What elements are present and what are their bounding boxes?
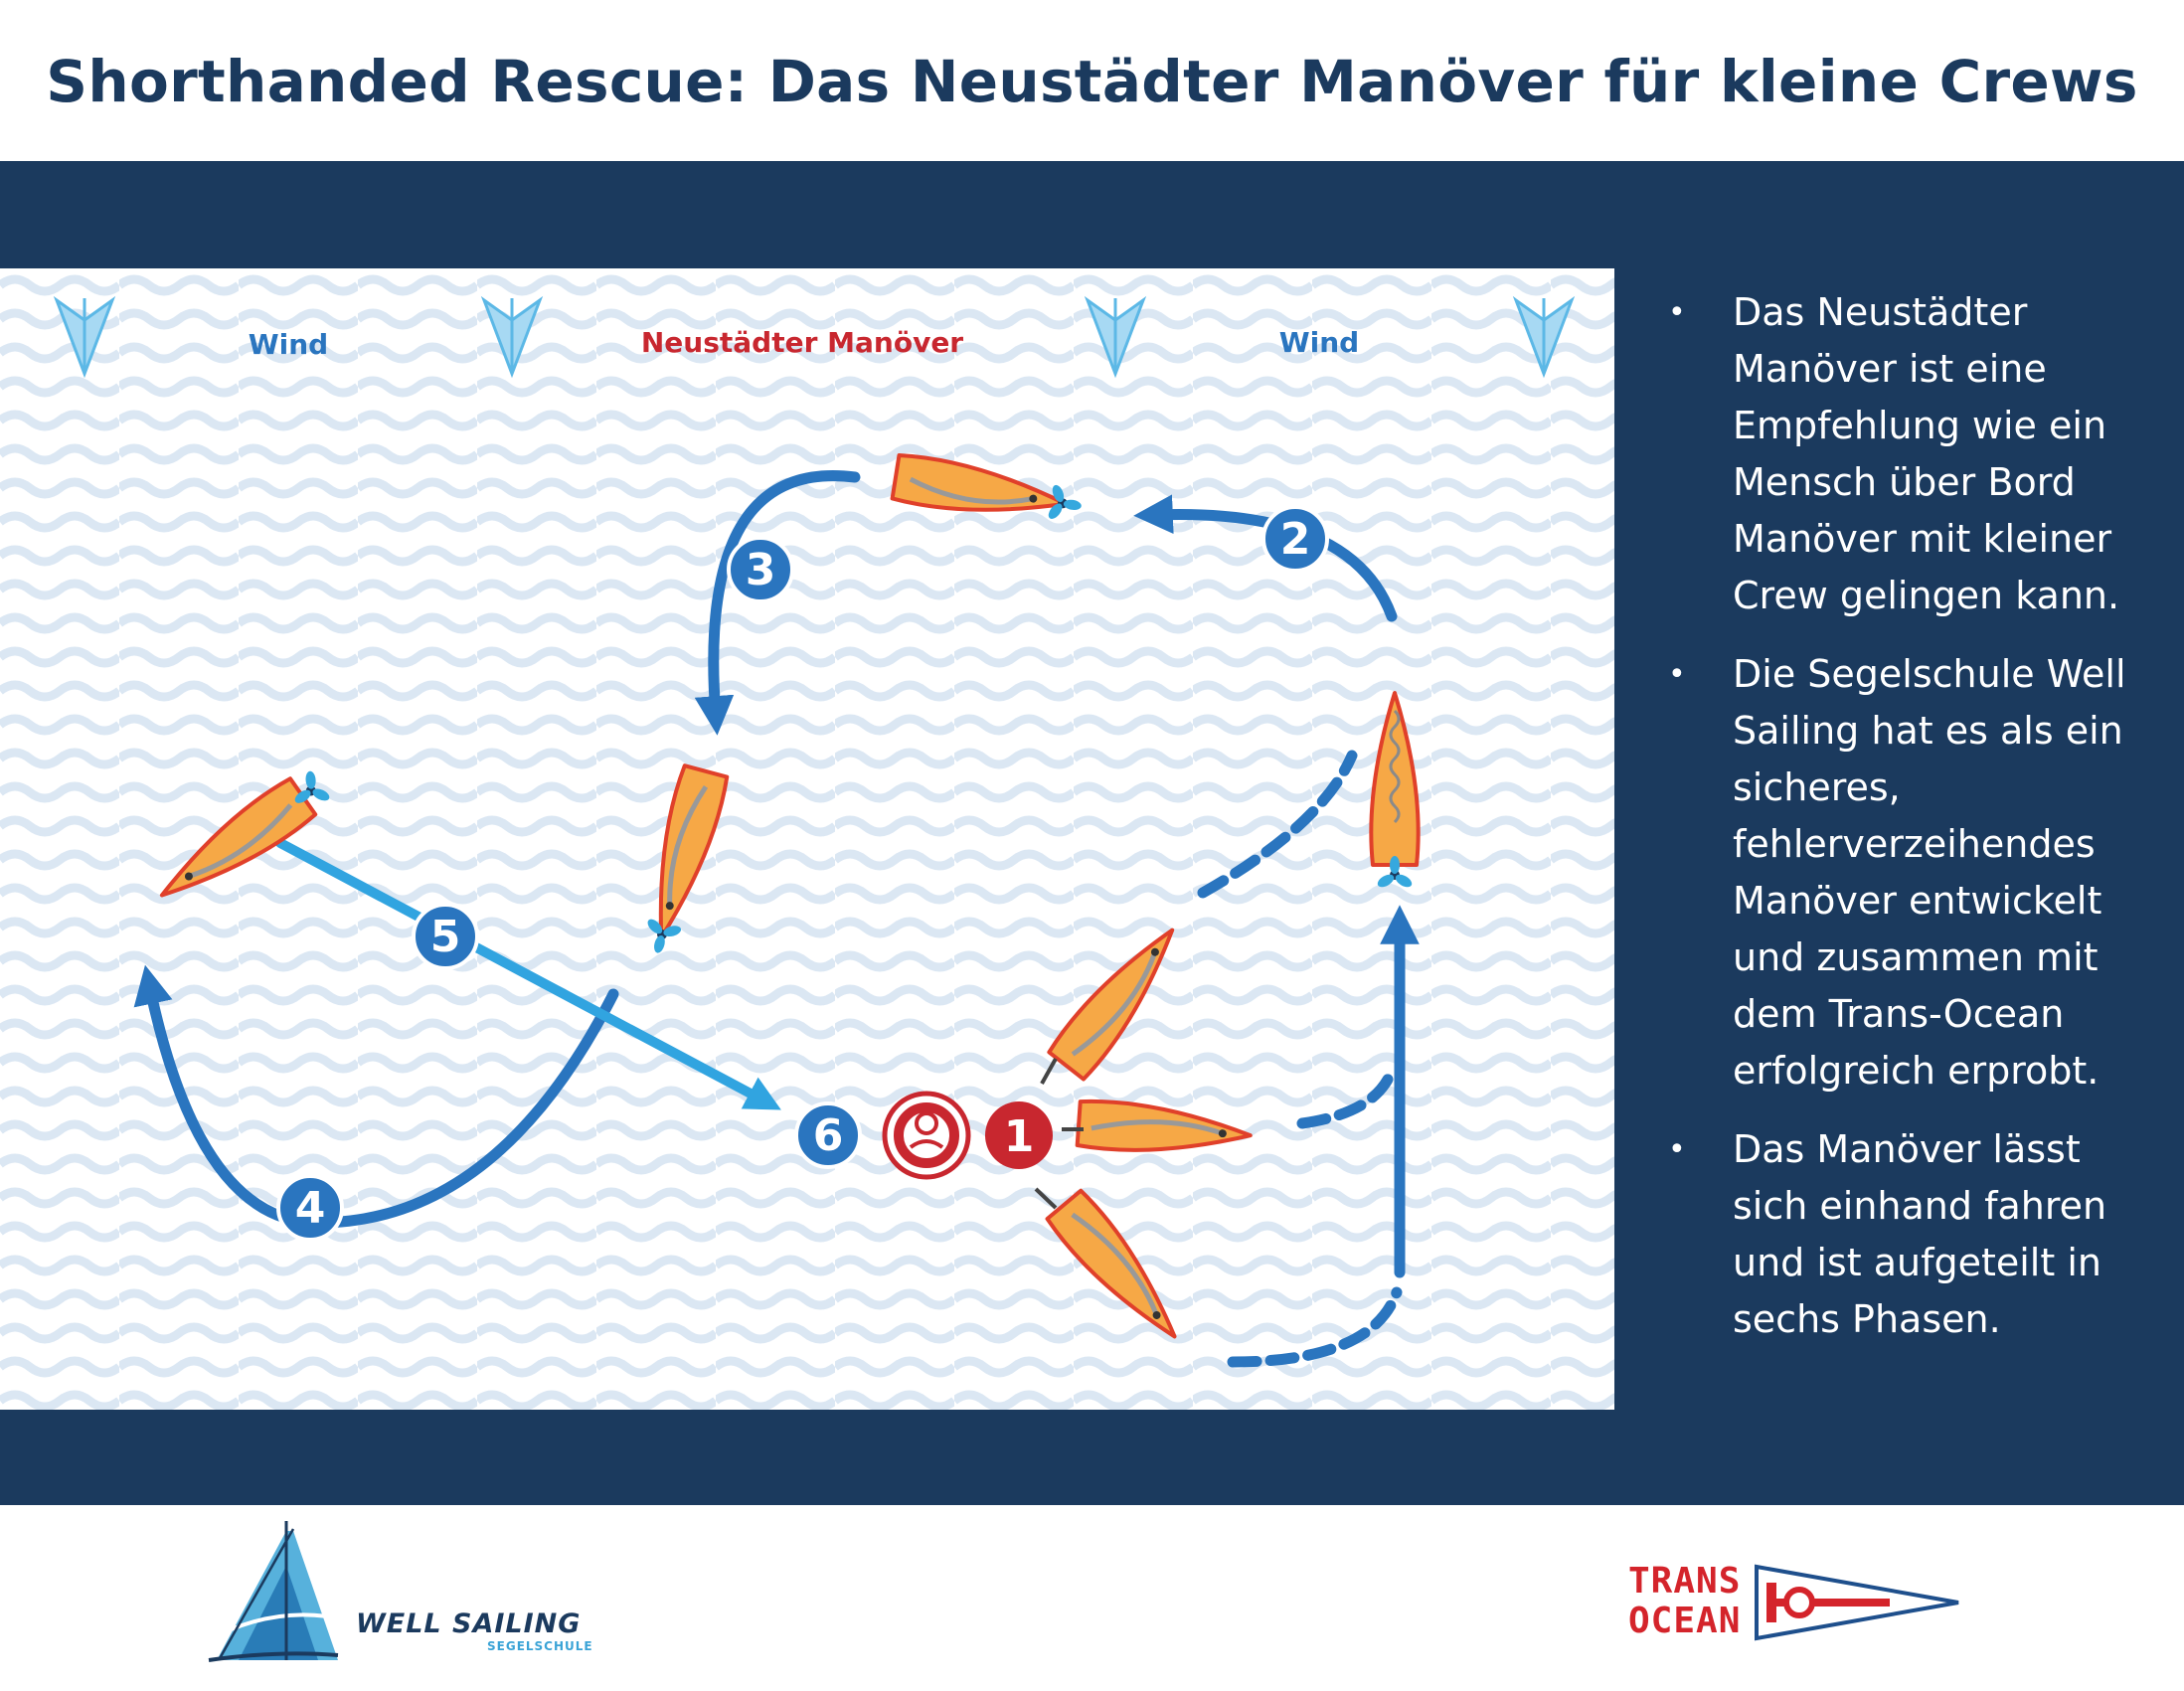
boat-beam-reach (1075, 1098, 1255, 1161)
dashed-course-upper (1197, 750, 1358, 899)
phase-2-badge: 2 (1261, 505, 1329, 573)
info-bullet-text: Das Manöver lässt sich einhand fahren un… (1733, 1127, 2107, 1341)
course-phase-3-arrow (694, 470, 861, 736)
wind-arrow-icon (480, 295, 544, 379)
phase-5-badge: 5 (412, 903, 479, 970)
svg-text:2: 2 (1280, 514, 1311, 565)
wind-arrow-icon (53, 295, 116, 379)
wind-label-left: Wind (249, 328, 328, 361)
info-bullet: • Die Segelschule Well Sailing hat es al… (1660, 646, 2137, 1099)
boat-phase-2 (1369, 691, 1421, 890)
maneuver-diagram: Wind Neustädter Manöver Wind (0, 268, 1614, 1410)
boat-phase-3 (890, 451, 1085, 530)
svg-text:6: 6 (813, 1110, 844, 1161)
svg-text:1: 1 (1004, 1111, 1035, 1162)
boat-phase-4 (636, 762, 731, 958)
info-panel: • Das Neustädter Manöver ist eine Empfeh… (1660, 284, 2137, 1370)
well-sailing-logo (208, 1521, 349, 1662)
well-sailing-name: WELL SAILING (356, 1608, 582, 1639)
bullet-icon: • (1668, 657, 1686, 692)
well-sailing-subtitle: SEGELSCHULE (487, 1639, 593, 1653)
lifebuoy-icon (882, 1091, 971, 1180)
info-bullet-text: Die Segelschule Well Sailing hat es als … (1733, 652, 2126, 1093)
svg-text:5: 5 (430, 912, 461, 962)
info-bullet-text: Das Neustädter Manöver ist eine Empfehlu… (1733, 290, 2120, 617)
wind-arrow-icon (1084, 295, 1147, 379)
maneuver-label: Neustädter Manöver (641, 326, 963, 359)
boat-phase-5 (146, 766, 335, 917)
dashed-course-middle (1296, 1070, 1396, 1129)
svg-text:4: 4 (295, 1183, 326, 1234)
wind-label-right: Wind (1279, 326, 1359, 359)
phase-1-badge: 1 (985, 1101, 1053, 1169)
phase-3-badge: 3 (727, 536, 794, 603)
boat-close-hauled (1046, 914, 1193, 1083)
phase-4-badge: 4 (276, 1174, 344, 1242)
wind-arrow-icon (1512, 295, 1576, 379)
page-title: Shorthanded Rescue: Das Neustädter Manöv… (46, 48, 2138, 115)
info-bullet: • Das Neustädter Manöver ist eine Empfeh… (1660, 284, 2137, 624)
phase-6-badge: 6 (794, 1101, 862, 1169)
svg-text:3: 3 (746, 545, 776, 595)
info-bullet: • Das Manöver lässt sich einhand fahren … (1660, 1121, 2137, 1348)
trans-ocean-line2: OCEAN (1628, 1601, 1742, 1641)
dashed-course-lower (1227, 1286, 1403, 1368)
course-phase-5-arrow (275, 838, 781, 1110)
bullet-icon: • (1668, 1132, 1686, 1167)
boat-broad-reach (1044, 1187, 1195, 1354)
bullet-icon: • (1668, 295, 1686, 330)
trans-ocean-line1: TRANS (1628, 1561, 1742, 1602)
trans-ocean-pennant-icon (1755, 1564, 1959, 1641)
